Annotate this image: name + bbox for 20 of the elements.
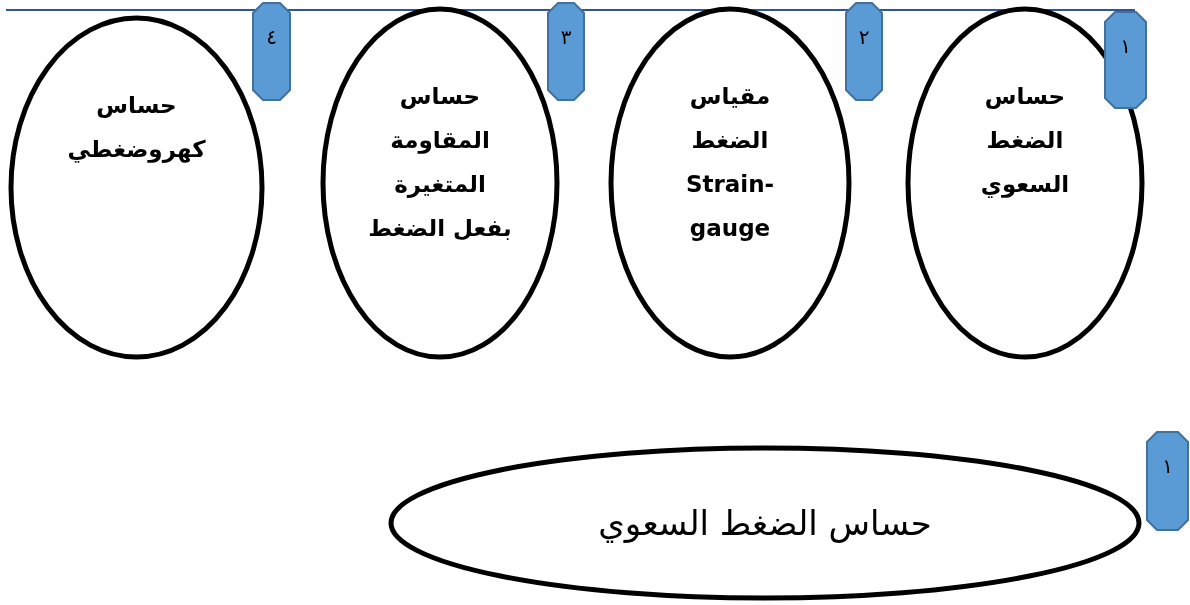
sensor-label: حساس كهروضغطي xyxy=(66,91,207,165)
sensor-ellipse xyxy=(8,15,265,360)
number-tag xyxy=(1105,12,1146,108)
tag-number: ٢ xyxy=(858,25,870,49)
sensor-label: حساس الضغط السعوي xyxy=(598,503,932,543)
sensor-ellipse xyxy=(608,6,852,360)
sensor-ellipse xyxy=(320,6,560,360)
number-tag xyxy=(846,3,882,100)
sensor-ellipse xyxy=(905,6,1145,360)
number-tag xyxy=(548,3,584,100)
tag-number: ١ xyxy=(1120,34,1131,58)
tag-number: ١ xyxy=(1162,454,1173,478)
number-tag xyxy=(1147,432,1188,530)
tag-number: ٤ xyxy=(266,25,277,49)
sensor-label: مقياس الضغط Strain-gauge xyxy=(684,82,776,243)
tag-number: ٣ xyxy=(560,25,572,49)
sensor-ellipse xyxy=(388,445,1142,601)
sensor-label: حساس المقاومة المتغيرة بفعل الضغط xyxy=(367,82,513,243)
number-tag xyxy=(253,3,290,100)
sensor-label: حساس الضغط السعوي xyxy=(979,82,1071,200)
